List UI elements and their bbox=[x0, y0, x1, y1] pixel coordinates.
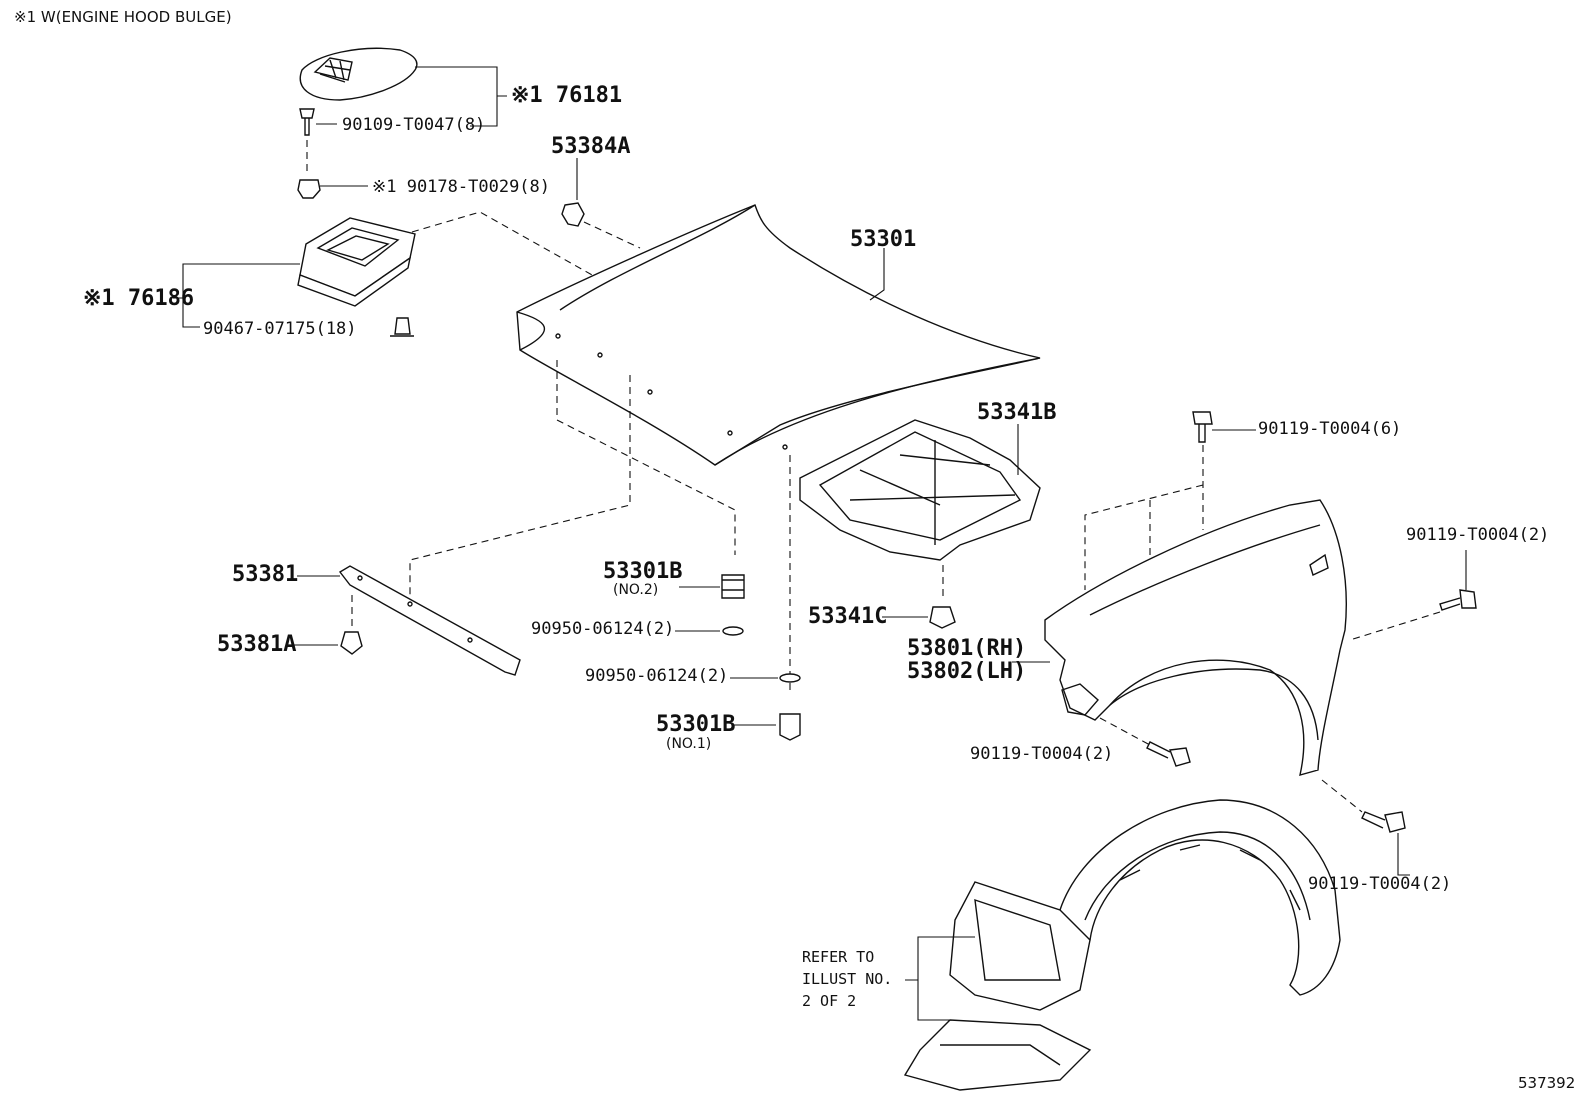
bulge-seal-part[interactable] bbox=[297, 217, 416, 307]
splash-shield-part[interactable] bbox=[903, 881, 1092, 1091]
front-fender-part[interactable] bbox=[1044, 499, 1347, 776]
bolt-90119-2a-icon bbox=[1439, 589, 1477, 611]
clip-53384A-icon bbox=[561, 202, 585, 227]
diagram-id: 537392 bbox=[1518, 1074, 1576, 1092]
leader-76181 bbox=[415, 66, 507, 127]
part-label-53381A[interactable]: 53381A bbox=[217, 632, 297, 657]
part-label-90109[interactable]: 90109-T0047(8) bbox=[342, 115, 486, 135]
nut-90178-icon bbox=[297, 179, 321, 199]
part-label-53802-lh[interactable]: 53802(LH) bbox=[907, 659, 1027, 684]
part-label-90119-2c[interactable]: 90119-T0004(2) bbox=[1308, 874, 1452, 894]
part-label-53341C[interactable]: 53341C bbox=[808, 604, 888, 629]
hood-bulge-part[interactable] bbox=[299, 47, 418, 101]
part-label-53381[interactable]: 53381 bbox=[232, 562, 299, 587]
dash-90119-2b bbox=[1099, 717, 1151, 746]
part-label-53301B-no2[interactable]: 53301B bbox=[603, 559, 683, 584]
screw-90109-icon bbox=[299, 108, 315, 136]
part-label-76186[interactable]: ※1 76186 bbox=[83, 286, 195, 311]
part-label-53801-rh[interactable]: 53801(RH) bbox=[907, 636, 1027, 661]
dash-90119-2a bbox=[1349, 611, 1441, 641]
part-label-90950-a[interactable]: 90950-06124(2) bbox=[531, 619, 675, 639]
dash-53384A bbox=[583, 221, 641, 249]
part-label-90119-2a[interactable]: 90119-T0004(2) bbox=[1406, 525, 1550, 545]
leader-refer bbox=[905, 936, 975, 1021]
washer-90950-a-icon bbox=[722, 626, 744, 636]
hood-panel-part[interactable] bbox=[516, 204, 1041, 466]
washer-90950-b-icon bbox=[779, 673, 801, 683]
leader-53301 bbox=[869, 248, 885, 301]
hood-seal-53381-part[interactable] bbox=[338, 565, 521, 676]
hood-cushion-no2-icon bbox=[721, 574, 745, 599]
bolt-90119-2b-icon bbox=[1146, 741, 1191, 767]
part-label-53301[interactable]: 53301 bbox=[850, 227, 917, 252]
part-label-90119-2b[interactable]: 90119-T0004(2) bbox=[970, 744, 1114, 764]
dash-53381 bbox=[409, 375, 631, 600]
dash-53301B-no2 bbox=[556, 360, 736, 555]
refer-to-illust-note: REFER TO ILLUST NO. 2 OF 2 bbox=[802, 948, 893, 1010]
dash-90119-2c bbox=[1321, 779, 1363, 813]
part-label-90950-b[interactable]: 90950-06124(2) bbox=[585, 666, 729, 686]
part-label-90119-6[interactable]: 90119-T0004(6) bbox=[1258, 419, 1402, 439]
part-label-76181[interactable]: ※1 76181 bbox=[511, 83, 623, 108]
dash-90119-6 bbox=[1084, 445, 1204, 590]
part-label-no1: (NO.1) bbox=[666, 736, 712, 752]
clip-53381A-icon bbox=[340, 631, 363, 655]
hood-insulator-part[interactable] bbox=[799, 419, 1041, 561]
clip-90467-icon bbox=[390, 317, 414, 337]
bolt-90119-2c-icon bbox=[1361, 811, 1406, 833]
part-label-53301B-no1[interactable]: 53301B bbox=[656, 712, 736, 737]
part-label-no2: (NO.2) bbox=[613, 582, 659, 598]
fender-liner-part[interactable] bbox=[1059, 799, 1341, 996]
leader-90119-2c bbox=[1397, 833, 1410, 876]
engine-hood-bulge-note: ※1 W(ENGINE HOOD BULGE) bbox=[14, 8, 232, 26]
part-label-90467[interactable]: 90467-07175(18) bbox=[203, 319, 357, 339]
part-label-53384A[interactable]: 53384A bbox=[551, 134, 631, 159]
hood-cushion-no1-icon bbox=[779, 713, 801, 741]
leader-76186 bbox=[173, 263, 300, 328]
part-label-53341B[interactable]: 53341B bbox=[977, 400, 1057, 425]
part-label-90178[interactable]: ※1 90178-T0029(8) bbox=[372, 177, 551, 197]
bolt-90119-6-icon bbox=[1192, 411, 1213, 443]
clip-53341C-icon bbox=[929, 606, 956, 629]
